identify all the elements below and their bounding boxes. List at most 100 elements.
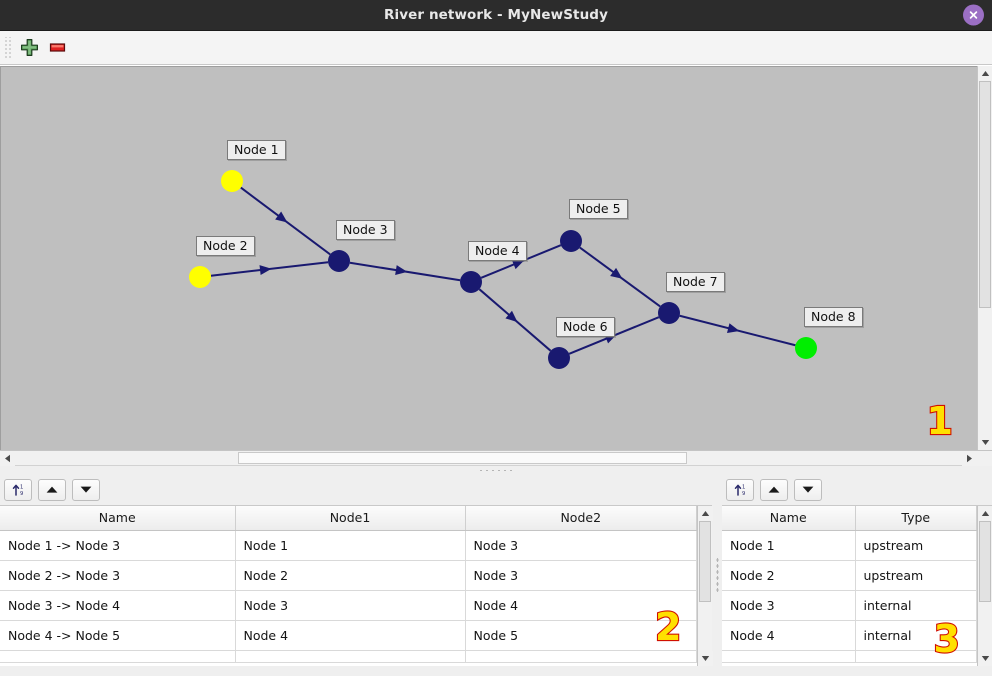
close-icon[interactable] xyxy=(963,4,984,26)
table-cell[interactable]: upstream xyxy=(855,560,977,591)
table-cell[interactable]: internal xyxy=(855,590,977,621)
table-cell[interactable]: Node 5 xyxy=(465,620,697,651)
reaches-sort-ascending-icon[interactable]: 1 9 xyxy=(4,478,32,501)
reaches-column-header[interactable]: Node1 xyxy=(235,506,466,531)
nodes-column-header[interactable]: Type xyxy=(855,506,977,531)
graph-node-label-node7[interactable]: Node 7 xyxy=(666,272,725,292)
table-cell-empty[interactable] xyxy=(855,650,977,663)
network-graph-canvas[interactable]: Node 1 Node 2 Node 3 Node 4 Node 5 Node 6 Node… xyxy=(0,66,977,450)
reaches-arrow-down-icon[interactable] xyxy=(72,478,100,501)
table-cell[interactable]: Node 4 xyxy=(235,620,466,651)
graph-node-node3[interactable] xyxy=(328,250,350,272)
table-cell[interactable]: Node 3 xyxy=(235,590,466,621)
graph-node-node4[interactable] xyxy=(460,271,482,293)
table-row-empty[interactable] xyxy=(722,650,977,663)
graph-node-node8[interactable] xyxy=(795,337,817,359)
table-row-empty[interactable] xyxy=(0,650,697,663)
graph-hscroll-track[interactable] xyxy=(15,451,962,465)
horizontal-splitter[interactable] xyxy=(0,465,992,474)
table-cell[interactable]: Node 3 xyxy=(465,530,697,561)
table-cell[interactable]: Node 1 xyxy=(235,530,466,561)
nodes-arrow-down-icon[interactable] xyxy=(794,478,822,501)
graph-node-node1[interactable] xyxy=(221,170,243,192)
nodes-vertical-scrollbar[interactable] xyxy=(977,506,992,666)
scroll-up-arrow-icon[interactable] xyxy=(978,66,992,81)
graph-horizontal-scrollbar[interactable] xyxy=(0,450,992,466)
toolbar-drag-handle[interactable] xyxy=(4,36,12,59)
nodes-scroll-up-arrow-icon[interactable] xyxy=(978,506,992,521)
graph-vscroll-thumb[interactable] xyxy=(979,81,991,308)
graph-vscroll-track[interactable] xyxy=(978,81,992,435)
reaches-column-header[interactable]: Name xyxy=(0,506,236,531)
nodes-scroll-down-arrow-icon[interactable] xyxy=(978,651,992,666)
table-cell-empty[interactable] xyxy=(722,650,856,663)
reaches-scroll-down-arrow-icon[interactable] xyxy=(698,651,713,666)
table-cell[interactable]: Node 3 xyxy=(465,560,697,591)
graph-node-node5[interactable] xyxy=(560,230,582,252)
table-cell[interactable]: upstream xyxy=(855,530,977,561)
table-cell[interactable]: Node 1 xyxy=(722,530,856,561)
scroll-right-arrow-icon[interactable] xyxy=(962,451,977,466)
graph-node-node6[interactable] xyxy=(548,347,570,369)
reaches-vertical-scrollbar[interactable] xyxy=(697,506,713,666)
vertical-splitter[interactable] xyxy=(712,474,722,676)
reaches-vscroll-thumb[interactable] xyxy=(699,521,711,602)
table-cell[interactable]: internal xyxy=(855,620,977,651)
table-cell[interactable]: Node 4 xyxy=(722,620,856,651)
add-plus-icon[interactable] xyxy=(15,34,43,62)
table-cell[interactable]: Node 3 xyxy=(722,590,856,621)
delete-red-rectangle-icon[interactable] xyxy=(43,34,71,62)
scroll-down-arrow-icon[interactable] xyxy=(978,435,992,450)
nodes-column-header[interactable]: Name xyxy=(722,506,856,531)
table-cell[interactable]: Node 2 xyxy=(722,560,856,591)
table-cell-empty[interactable] xyxy=(235,650,466,663)
graph-node-label-node2[interactable]: Node 2 xyxy=(196,236,255,256)
graph-vertical-scrollbar[interactable] xyxy=(977,66,992,450)
graph-node-label-node5[interactable]: Node 5 xyxy=(569,199,628,219)
table-cell[interactable]: Node 3 -> Node 4 xyxy=(0,590,236,621)
nodes-vscroll-track[interactable] xyxy=(978,521,992,651)
scroll-left-arrow-icon[interactable] xyxy=(0,451,15,466)
reaches-column-header[interactable]: Node2 xyxy=(465,506,697,531)
table-cell-empty[interactable] xyxy=(0,650,236,663)
table-cell[interactable]: Node 4 xyxy=(465,590,697,621)
graph-node-label-node4[interactable]: Node 4 xyxy=(468,241,527,261)
table-cell[interactable]: Node 4 -> Node 5 xyxy=(0,620,236,651)
graph-node-label-node6[interactable]: Node 6 xyxy=(556,317,615,337)
graph-node-label-node1[interactable]: Node 1 xyxy=(227,140,286,160)
annotation-1: 1 xyxy=(925,399,954,443)
graph-node-node2[interactable] xyxy=(189,266,211,288)
reaches-arrow-up-icon[interactable] xyxy=(38,478,66,501)
nodes-sort-ascending-icon[interactable]: 1 9 xyxy=(726,478,754,501)
graph-edge-arrowhead xyxy=(610,267,623,279)
reaches-vscroll-track[interactable] xyxy=(698,521,712,651)
table-cell[interactable]: Node 2 xyxy=(235,560,466,591)
graph-node-label-node3[interactable]: Node 3 xyxy=(336,220,395,240)
graph-node-node7[interactable] xyxy=(658,302,680,324)
graph-node-label-node8[interactable]: Node 8 xyxy=(804,307,863,327)
nodes-arrow-up-icon[interactable] xyxy=(760,478,788,501)
graph-hscroll-thumb[interactable] xyxy=(237,452,688,464)
table-cell[interactable]: Node 2 -> Node 3 xyxy=(0,560,236,591)
table-cell[interactable]: Node 1 -> Node 3 xyxy=(0,530,236,561)
table-cell-empty[interactable] xyxy=(465,650,697,663)
nodes-vscroll-thumb[interactable] xyxy=(979,521,991,602)
reaches-scroll-up-arrow-icon[interactable] xyxy=(698,506,713,521)
